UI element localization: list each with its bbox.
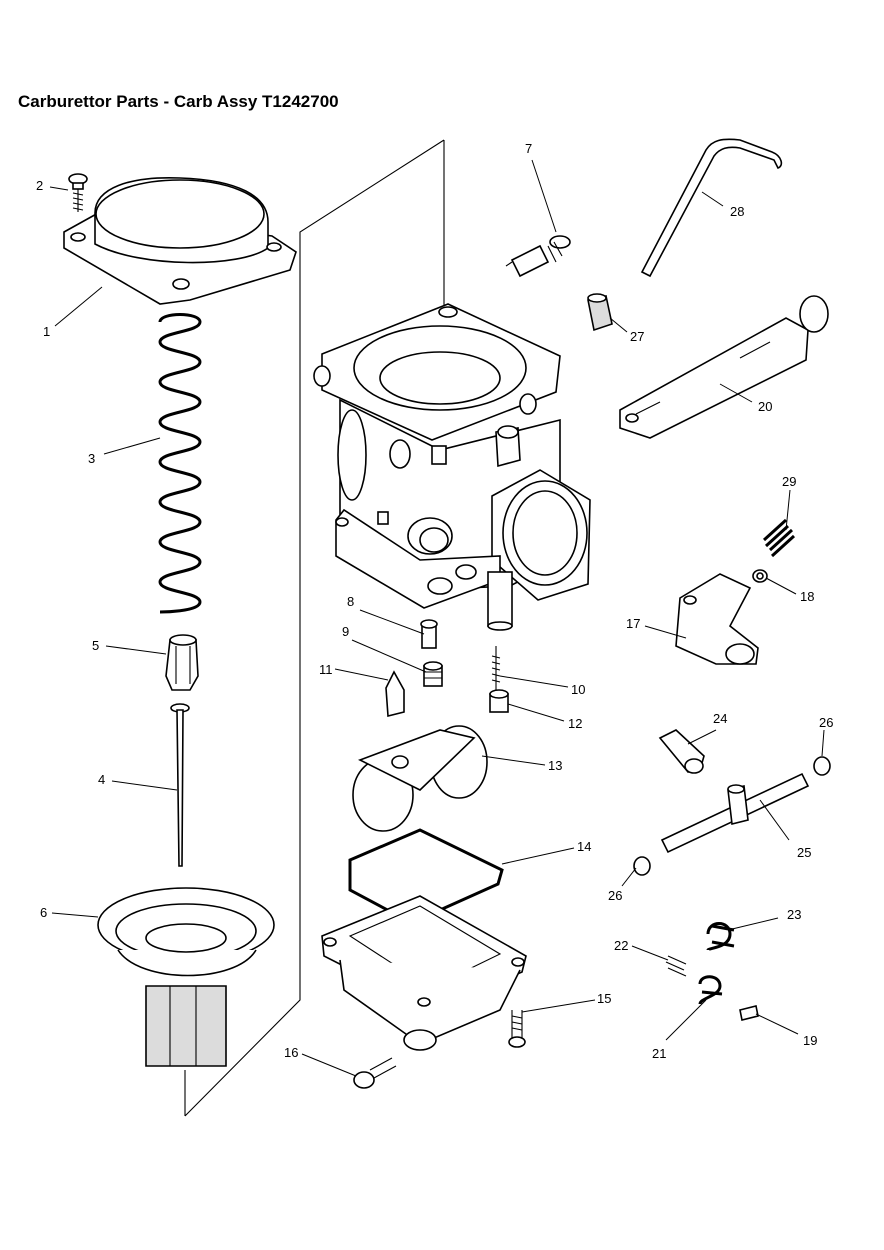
part-28-vent-tube (640, 138, 783, 278)
part-24-plunger-cap (658, 729, 705, 774)
callout-16: 16 (284, 1045, 298, 1060)
part-19-pin (739, 1005, 759, 1021)
part-17-lever-bracket (675, 573, 759, 665)
callout-7: 7 (525, 141, 532, 156)
part-22-spring (665, 955, 687, 977)
part-13-float (352, 725, 488, 832)
part-12-spacer (489, 689, 509, 713)
part-26-cap-lower (633, 856, 651, 876)
callout-19: 19 (803, 1033, 817, 1048)
part-9-main-jet (423, 661, 443, 687)
callout-9: 9 (342, 624, 349, 639)
part-27-cap (587, 293, 613, 332)
callout-2: 2 (36, 178, 43, 193)
callout-10: 10 (571, 682, 585, 697)
part-23-spring (706, 922, 735, 952)
callout-3: 3 (88, 451, 95, 466)
part-20-choke-lever (619, 295, 829, 439)
callout-12: 12 (568, 716, 582, 731)
part-4-jet-needle (170, 703, 190, 867)
diagram-title: Carburettor Parts - Carb Assy T1242700 (18, 92, 339, 111)
part-29-spring (762, 518, 796, 558)
callout-13: 13 (548, 758, 562, 773)
part-18-washer (752, 569, 768, 583)
callout-28: 28 (730, 204, 744, 219)
part-11-float-valve (385, 670, 405, 718)
callout-labels: 2 1 3 5 4 6 7 28 27 20 29 18 17 8 9 11 1… (36, 141, 833, 1061)
callout-8: 8 (347, 594, 354, 609)
callout-24: 24 (713, 711, 727, 726)
part-10-idle-jet (491, 646, 501, 690)
callout-1: 1 (43, 324, 50, 339)
callout-26b: 26 (608, 888, 622, 903)
callout-20: 20 (758, 399, 772, 414)
part-15-bowl-screw (508, 1010, 526, 1048)
part-25-choke-shaft (660, 772, 810, 854)
callout-23: 23 (787, 907, 801, 922)
callout-21: 21 (652, 1046, 666, 1061)
part-2-cover-screw (68, 173, 88, 212)
callout-11: 11 (319, 662, 333, 677)
callout-15: 15 (597, 991, 611, 1006)
carburettor-body (313, 303, 591, 631)
part-3-diaphragm-spring (158, 313, 202, 614)
part-16-drain-screw (353, 1057, 397, 1089)
callout-14: 14 (577, 839, 591, 854)
part-26-cap-upper (813, 756, 831, 776)
part-7-pilot-screw (505, 235, 571, 278)
callout-29: 29 (782, 474, 796, 489)
part-14-float-bowl-gasket (348, 828, 504, 924)
callout-26a: 26 (819, 715, 833, 730)
callout-5: 5 (92, 638, 99, 653)
part-1-top-cover (63, 177, 297, 305)
part-5-needle-retainer (165, 634, 199, 691)
part-8-jet-holder (420, 619, 438, 649)
part-21-spring (698, 975, 723, 1005)
callout-27: 27 (630, 329, 644, 344)
callout-6: 6 (40, 905, 47, 920)
callout-25: 25 (797, 845, 811, 860)
callout-4: 4 (98, 772, 105, 787)
float-bowl (321, 895, 527, 1051)
callout-22: 22 (614, 938, 628, 953)
callout-18: 18 (800, 589, 814, 604)
callout-17: 17 (626, 616, 640, 631)
part-6-diaphragm-piston (97, 887, 275, 1067)
leader-lines (49, 159, 825, 1077)
exploded-view-boundary (184, 139, 445, 1117)
